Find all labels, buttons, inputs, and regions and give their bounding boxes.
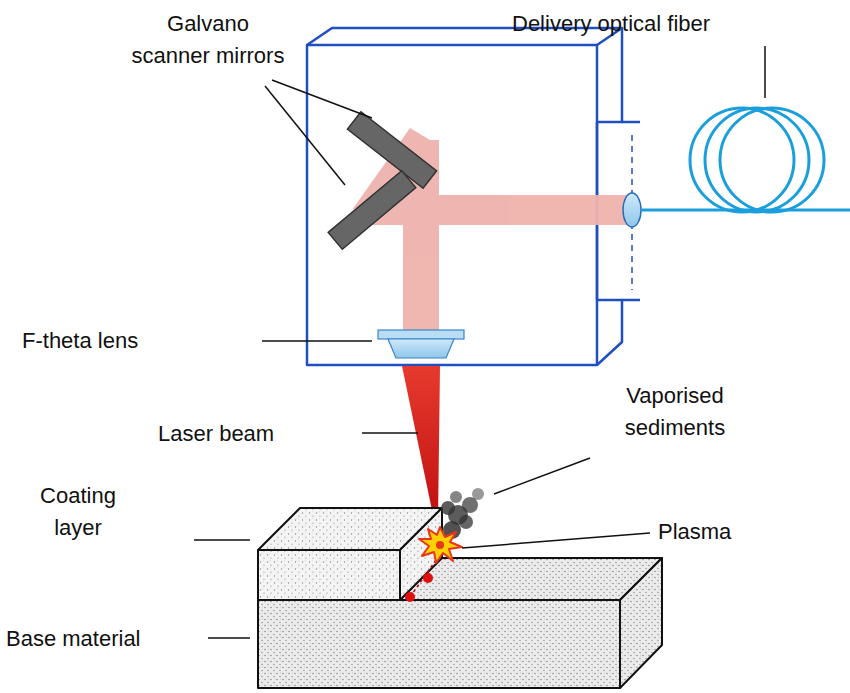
ablation-track [405, 560, 436, 602]
part-label: Base material [6, 623, 206, 655]
part-label: Delivery optical fiber [512, 8, 832, 40]
focused-laser-beam [402, 366, 440, 520]
part-label: F-theta lens [22, 325, 252, 357]
optical-fiber [641, 108, 850, 212]
coating-layer-block [258, 508, 442, 600]
leader-lines [194, 46, 765, 638]
part-label: Laser beam [158, 418, 358, 450]
plasma-core [436, 541, 444, 549]
galvano-mirrors [328, 112, 436, 250]
f-theta-lens [378, 330, 464, 358]
collimator-lens [623, 193, 641, 227]
part-label: Plasma [658, 516, 808, 548]
part-label: Vaporised sediments [600, 380, 750, 444]
part-label: Galvano scanner mirrors [128, 8, 288, 72]
plasma-burst [419, 527, 462, 563]
vaporised-smoke [441, 488, 484, 539]
part-label: Coating layer [28, 480, 128, 544]
scan-head-housing [307, 28, 640, 365]
